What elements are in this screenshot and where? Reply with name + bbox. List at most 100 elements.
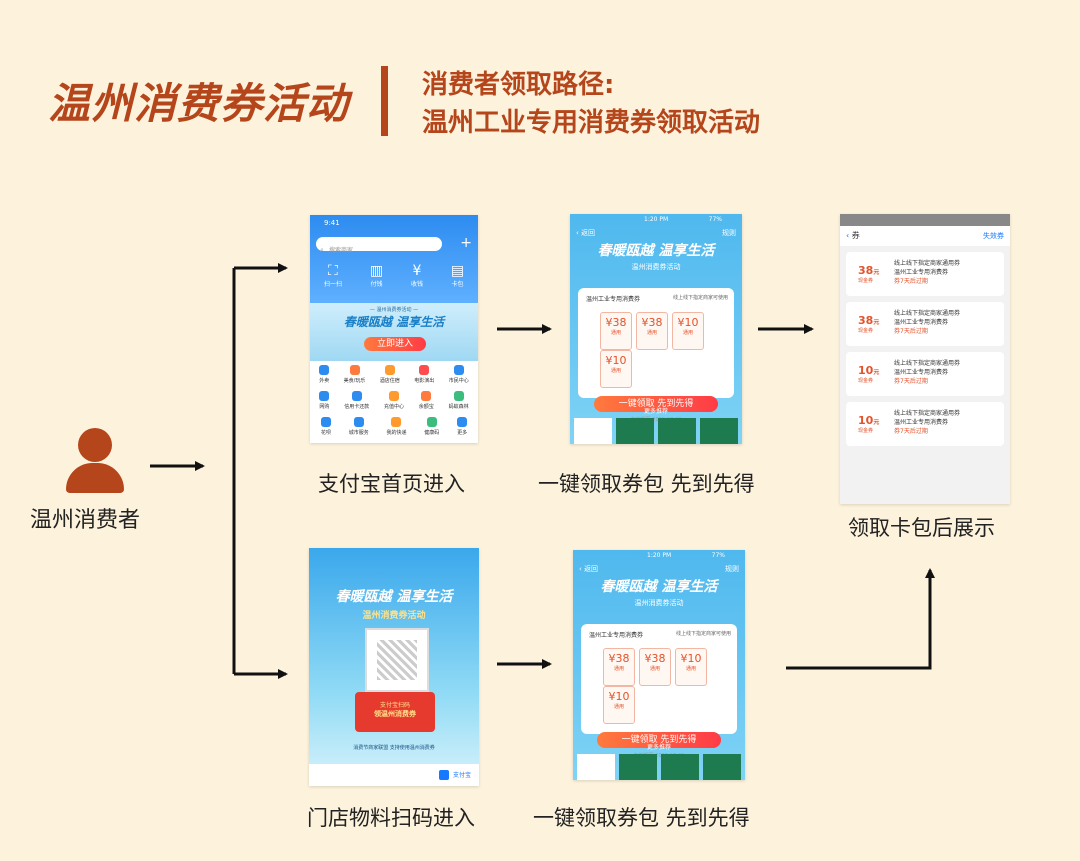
grid-item: 蚂蚁森林 — [449, 391, 469, 417]
coupon-card-title: 温州工业专用消费券 — [589, 632, 644, 639]
person-icon — [78, 428, 112, 462]
caption-alipay-home: 支付宝首页进入 — [318, 472, 465, 496]
coupon-card-title: 温州工业专用消费券 — [586, 296, 641, 303]
expired-coupons-link: 失效券 — [983, 232, 1004, 240]
search-icon: ⌕ — [320, 246, 324, 254]
banner-enter-button: 立即进入 — [364, 337, 426, 351]
title-divider — [381, 66, 388, 136]
status-battery: 77% — [711, 552, 725, 559]
caption-store-qr: 门店物料扫码进入 — [307, 806, 475, 830]
campaign-title: 春暖瓯越 温享生活 — [600, 579, 718, 595]
collect-button: 一键领取 先到先得 — [597, 732, 721, 748]
coupon-card-note: 线上线下指定商家可使用 — [675, 631, 731, 637]
merchant-logos — [577, 754, 741, 780]
collect-button: 一键领取 先到先得 — [594, 396, 718, 412]
qr-code — [365, 628, 429, 692]
campaign-subtitle: 温州消费券活动 — [634, 599, 684, 607]
more-recommend: 更多推荐 — [646, 744, 671, 751]
coupon-text: 线上线下指定商家通用券温州工业专用消费券券7天后过期 — [894, 360, 961, 385]
wallet-coupon: 38元现金券 线上线下指定商家通用券温州工业专用消费券券7天后过期 — [846, 302, 1004, 346]
alipay-home-screenshot: 9:41 ⌕ 搜索商家 + ⛶扫一扫 ▥付钱 ¥收钱 ▤卡包 — 温州消费券活动… — [310, 215, 478, 443]
starbucks-logo — [661, 754, 699, 780]
starbucks-logo — [658, 418, 696, 444]
merchant-logo — [703, 754, 741, 780]
status-time: 1:20 PM — [644, 216, 669, 223]
grid-item: 电影演出 — [414, 365, 434, 391]
red-envelope: 支付宝扫码 领温州消费券 — [355, 692, 435, 732]
quick-action-pay: ▥付钱 — [369, 263, 384, 288]
poster-subtitle: 温州消费券活动 — [362, 611, 426, 621]
back-link: ‹ 返回 — [579, 565, 599, 573]
coupon-amount: 38元现金券 — [858, 264, 880, 284]
wallet-coupon: 10元现金券 线上线下指定商家通用券温州工业专用消费券券7天后过期 — [846, 402, 1004, 446]
coupon-amount: 10元现金券 — [858, 414, 880, 434]
grid-item: 市民中心 — [449, 365, 469, 391]
caption-collect-top: 一键领取券包 先到先得 — [538, 472, 755, 496]
alipay-icon — [439, 770, 449, 780]
grid-item: 城市服务 — [349, 417, 369, 443]
grid-item: 充值中心 — [384, 391, 404, 417]
poster-footer: 消费节商家联盟 支持使用温州消费券 — [353, 745, 435, 751]
quick-action-scan: ⛶扫一扫 — [323, 263, 342, 288]
quick-actions: ⛶扫一扫 ▥付钱 ¥收钱 ▤卡包 — [310, 263, 478, 288]
status-time: 1:20 PM — [647, 552, 672, 559]
grid-item: 信用卡还款 — [344, 391, 369, 417]
person-icon-body — [66, 463, 124, 493]
coupon-text: 线上线下指定商家通用券温州工业专用消费券券7天后过期 — [894, 260, 961, 285]
branch-connector — [232, 263, 288, 679]
grid-item: 网购 — [319, 391, 329, 417]
page-subtitle: 消费者领取路径: 温州工业专用消费券领取活动 — [422, 66, 760, 142]
quick-action-receive: ¥收钱 — [410, 263, 423, 288]
caption-collect-bottom: 一键领取券包 先到先得 — [533, 806, 750, 830]
poster-title: 春暖瓯越 温享生活 — [335, 589, 453, 605]
deadline-text: 有效期至 2020-07-30 — [633, 753, 685, 759]
coupon-text: 线上线下指定商家通用券温州工业专用消费券券7天后过期 — [894, 410, 961, 435]
banner-top-text: — 温州消费券活动 — — [369, 307, 419, 313]
merchant-logo — [574, 418, 612, 444]
grid-item: 外卖 — [319, 365, 329, 391]
grid-item: 美食/玩乐 — [344, 365, 365, 391]
arrow-campaign-bottom-to-wallet — [786, 568, 935, 670]
wallet-coupon: 10元现金券 线上线下指定商家通用券温州工业专用消费券券7天后过期 — [846, 352, 1004, 396]
back-link: ‹ 券 — [846, 231, 860, 240]
actor-label: 温州消费者 — [30, 508, 141, 533]
back-link: ‹ 返回 — [576, 229, 596, 237]
store-poster-screenshot: 春暖瓯越 温享生活 温州消费券活动 支付宝扫码 领温州消费券 消费节商家联盟 支… — [309, 548, 479, 786]
subtitle-line-1: 消费者领取路径: — [422, 70, 615, 100]
starbucks-logo — [619, 754, 657, 780]
deadline-text: 有效期至 2020-07-30 — [630, 417, 682, 423]
grid-item: 余额宝 — [419, 391, 434, 417]
campaign-title: 春暖瓯越 温享生活 — [597, 243, 715, 259]
grid-item: 更多 — [457, 417, 467, 443]
merchant-logo — [700, 418, 738, 444]
grid-item: 酒店住宿 — [380, 365, 400, 391]
caption-wallet: 领取卡包后展示 — [848, 516, 995, 540]
merchant-logos — [574, 418, 738, 444]
campaign-screenshot-bottom: 1:20 PM 77% ‹ 返回 规则 春暖瓯越 温享生活 温州消费券活动 温州… — [573, 550, 745, 780]
service-grid: 外卖 美食/玩乐 酒店住宿 电影演出 市民中心 网购 信用卡还款 充值中心 余额… — [310, 361, 478, 443]
status-battery: 77% — [708, 216, 722, 223]
starbucks-logo — [616, 418, 654, 444]
campaign-screenshot-top: 1:20 PM 77% ‹ 返回 规则 春暖瓯越 温享生活 温州消费券活动 温州… — [570, 214, 742, 444]
wallet-screenshot: ‹ 券 失效券 38元现金券 线上线下指定商家通用券温州工业专用消费券券7天后过… — [840, 214, 1010, 504]
rule-link: 规则 — [722, 229, 736, 237]
coupon-amount: 10元现金券 — [858, 364, 880, 384]
grid-item: 我的快递 — [386, 417, 407, 443]
campaign-subtitle: 温州消费券活动 — [631, 263, 681, 271]
banner-title: 春暖瓯越 温享生活 — [343, 315, 445, 329]
rule-link: 规则 — [725, 565, 739, 573]
merchant-logo — [577, 754, 615, 780]
coupon-amount: 38元现金券 — [858, 314, 880, 334]
